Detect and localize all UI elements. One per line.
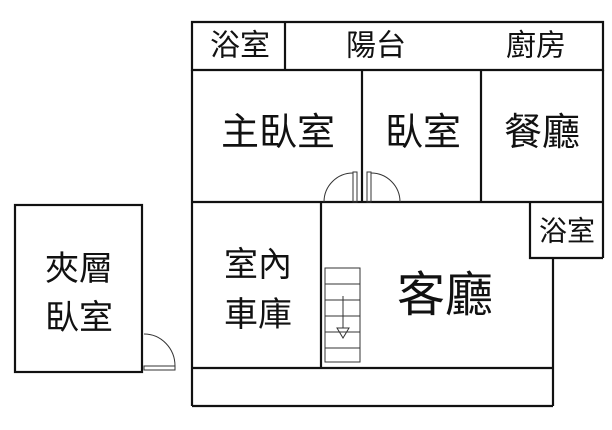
room-label-master-bedroom: 主臥室 <box>221 110 335 154</box>
room-label-bedroom: 臥室 <box>385 110 461 154</box>
door-master-bedroom <box>323 171 358 203</box>
room-label-garage-line2: 車庫 <box>224 295 292 335</box>
room-label-dining-room: 餐廳 <box>504 110 580 154</box>
room-label-right-bathroom: 浴室 <box>539 215 595 248</box>
walls <box>13 20 605 408</box>
room-label-mezzanine-line1: 夾層 <box>45 249 113 289</box>
room-label-kitchen: 廚房 <box>506 29 566 64</box>
staircase <box>324 267 361 363</box>
door-bedroom <box>366 171 401 203</box>
room-label-balcony: 陽台 <box>346 29 406 64</box>
door-mezzanine <box>143 333 176 371</box>
room-label-garage-line1: 室內 <box>224 245 292 285</box>
room-label-living-room: 客廳 <box>397 267 493 323</box>
room-label-top-bathroom: 浴室 <box>210 29 270 64</box>
down-arrow-icon <box>336 327 350 339</box>
room-label-mezzanine-line2: 臥室 <box>45 298 113 338</box>
